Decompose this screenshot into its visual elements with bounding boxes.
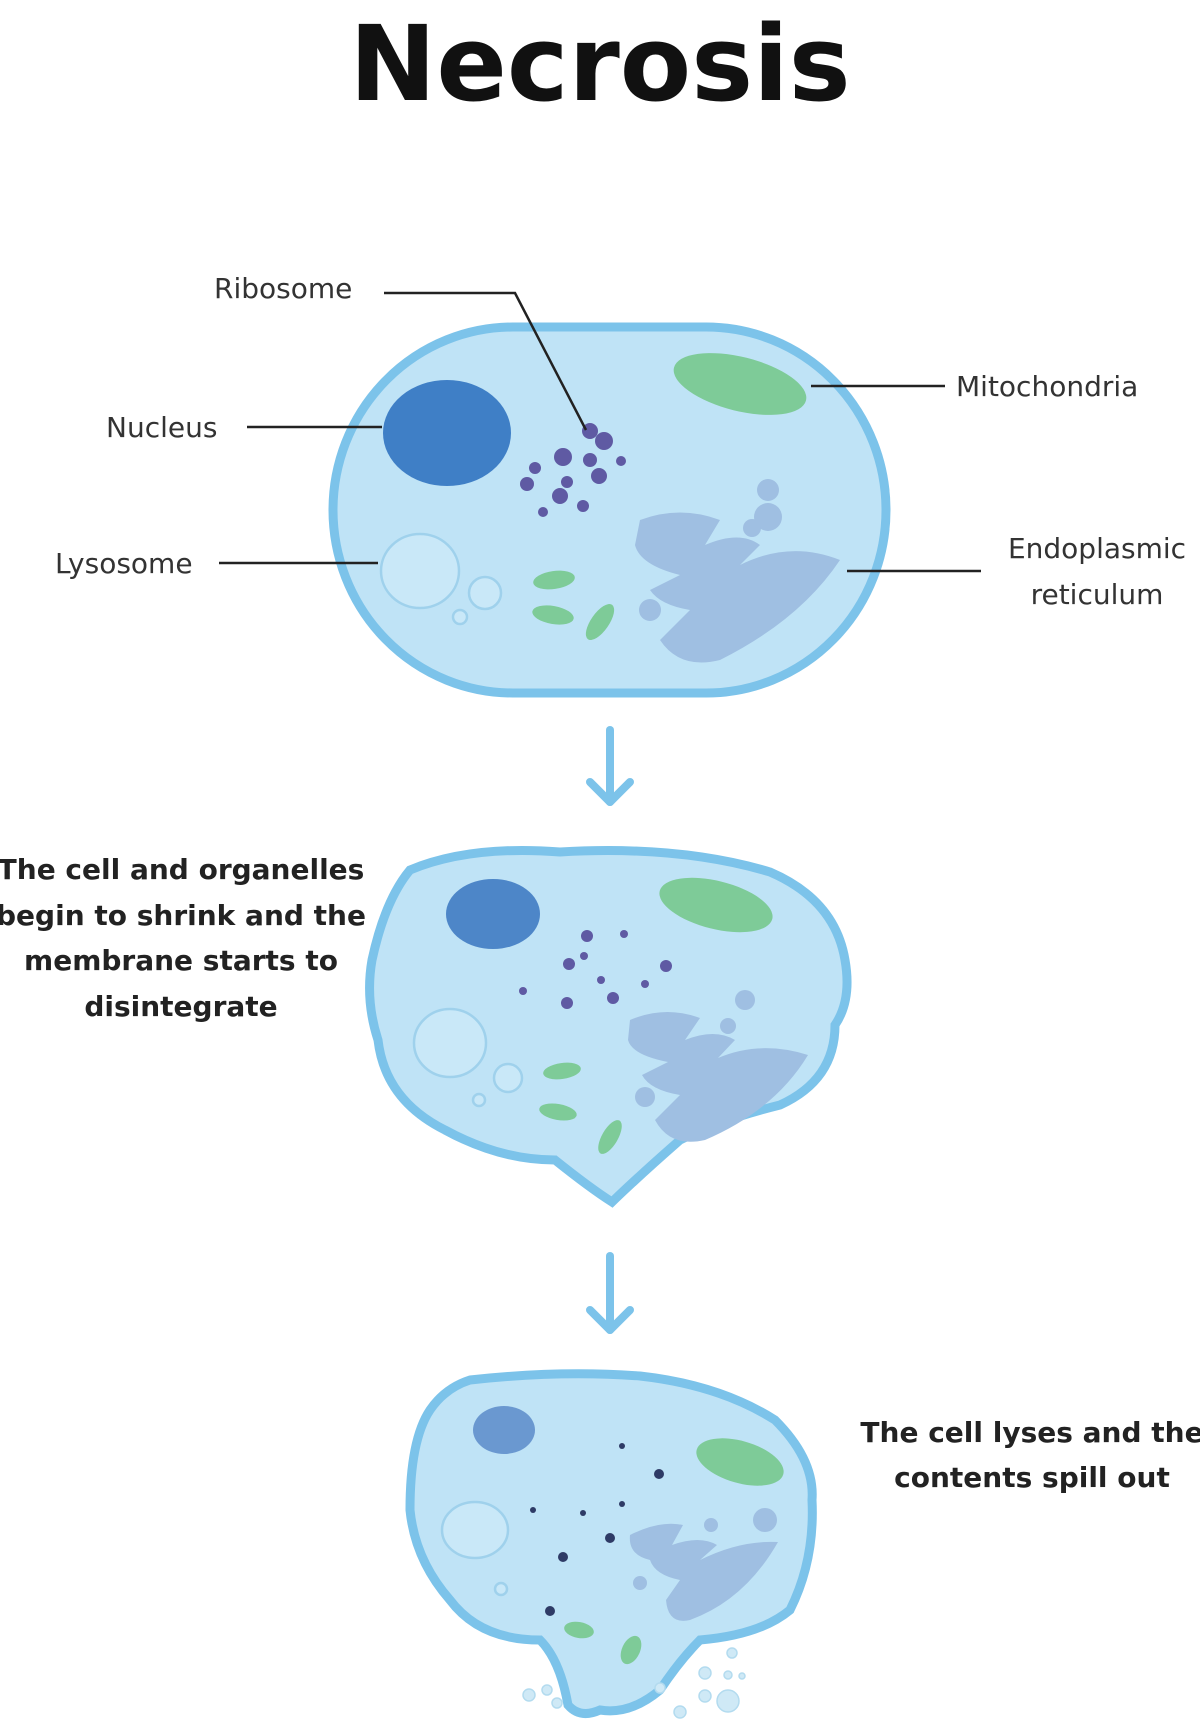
shrinking-cell	[365, 845, 852, 1208]
endoplasmic-reticulum	[628, 990, 808, 1142]
diagram-title: Necrosis	[349, 3, 850, 125]
down-arrow-icon	[586, 1252, 634, 1334]
lysosomes	[440, 1500, 510, 1597]
lysed-cell	[405, 1369, 817, 1719]
er-label-line1: Endoplasmic	[1008, 532, 1186, 565]
healthy-cell	[328, 322, 891, 698]
nucleus	[446, 879, 540, 949]
mitochondria	[673, 353, 807, 415]
lysosomes	[412, 1007, 524, 1108]
ribosome-leader-line	[384, 291, 588, 431]
small-mitochondria	[564, 1621, 642, 1665]
svg-text:begin to shrink and the: begin to shrink and the	[0, 899, 366, 932]
cell-membrane	[328, 322, 891, 698]
stage2-description: The cell and organelles begin to shrink …	[0, 853, 366, 1023]
svg-text:The cell lyses and the: The cell lyses and the	[860, 1416, 1200, 1449]
stage3-description: The cell lyses and the contents spill ou…	[860, 1416, 1200, 1494]
ribosomes	[519, 930, 672, 1009]
er-label-line2: reticulum	[1031, 578, 1164, 611]
mitochondria	[659, 877, 773, 933]
small-mitochondria	[539, 1062, 622, 1154]
ribosomes	[530, 1443, 664, 1616]
lysosomes	[379, 532, 503, 626]
ribosomes	[520, 423, 626, 517]
spilled-contents	[522, 1647, 746, 1719]
nucleus	[473, 1406, 535, 1454]
nucleus-label: Nucleus	[106, 411, 217, 444]
endoplasmic-reticulum	[635, 479, 840, 663]
svg-text:membrane starts to: membrane starts to	[24, 944, 338, 977]
endoplasmic-reticulum	[629, 1508, 778, 1621]
svg-text:The cell and organelles: The cell and organelles	[0, 853, 364, 886]
mitochondria-label: Mitochondria	[956, 370, 1138, 403]
lysosome-label: Lysosome	[55, 547, 193, 580]
small-mitochondria	[532, 570, 615, 640]
nucleus	[383, 380, 511, 486]
svg-text:disintegrate: disintegrate	[84, 990, 277, 1023]
down-arrow-icon	[586, 726, 634, 806]
svg-text:contents spill out: contents spill out	[894, 1461, 1170, 1494]
ribosome-label: Ribosome	[214, 272, 352, 305]
mitochondria	[696, 1438, 784, 1486]
